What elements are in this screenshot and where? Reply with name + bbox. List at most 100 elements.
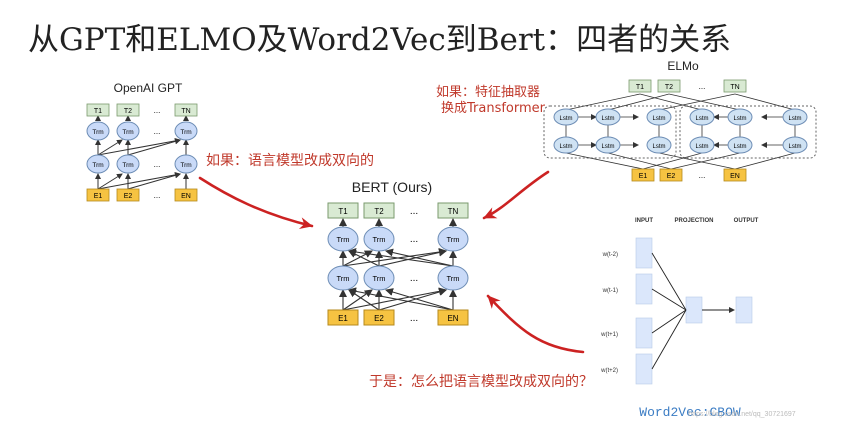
elmo-forward-group bbox=[543, 105, 677, 159]
elmo-lstm-label: Lstm bbox=[559, 144, 572, 150]
w2v-projection-block bbox=[685, 296, 703, 324]
elmo-lstm-label: Lstm bbox=[652, 144, 665, 150]
elmo-lstm-node bbox=[782, 108, 808, 126]
elmo-lstm-label: Lstm bbox=[695, 116, 708, 122]
elmo-backward-group bbox=[679, 105, 817, 159]
bert-output-box bbox=[437, 202, 469, 219]
gpt-output-label: TN bbox=[181, 108, 190, 115]
annotation-gpt-to-bert: 如果：语言模型改成双向的 bbox=[206, 153, 374, 169]
elmo-input-label: E2 bbox=[667, 173, 676, 180]
gpt-output-label: T2 bbox=[124, 108, 132, 115]
bert-trm-label: Trm bbox=[446, 274, 459, 283]
gpt-trm-label: Trm bbox=[122, 162, 133, 169]
gpt-trm-ellipsis: ... bbox=[154, 160, 161, 169]
bert-trm-node bbox=[327, 226, 359, 252]
bert-input-box bbox=[327, 309, 359, 326]
bert-input-label: E1 bbox=[338, 314, 348, 323]
bert-output-label: T1 bbox=[338, 207, 348, 216]
bert-input-ellipsis: ... bbox=[410, 313, 418, 324]
arrow-elmo-to-bert bbox=[482, 170, 550, 220]
elmo-input-label: EN bbox=[730, 173, 740, 180]
w2v-header-output: OUTPUT bbox=[734, 218, 759, 224]
bert-output-label: T2 bbox=[374, 207, 384, 216]
elmo-input-box bbox=[723, 168, 747, 182]
w2v-input-label: w(t-1) bbox=[602, 288, 618, 294]
bert-diagram: BERT (Ours) bbox=[327, 179, 469, 326]
w2v-input-block bbox=[635, 353, 653, 385]
elmo-lstm-label: Lstm bbox=[733, 144, 746, 150]
elmo-lstm-node bbox=[727, 136, 753, 154]
bert-trm-node bbox=[363, 226, 395, 252]
w2v-input-label: w(t+2) bbox=[600, 368, 618, 374]
annotation-elmo-line1: 如果：特征抽取器 bbox=[436, 84, 540, 100]
bert-trm-node bbox=[437, 265, 469, 291]
elmo-lstm-label: Lstm bbox=[788, 116, 801, 122]
elmo-lstm-node bbox=[646, 108, 672, 126]
elmo-input-box bbox=[631, 168, 655, 182]
elmo-lstm-label: Lstm bbox=[788, 144, 801, 150]
elmo-diagram: ELMo bbox=[543, 59, 817, 182]
w2v-input-block bbox=[635, 317, 653, 349]
elmo-lstm-node bbox=[727, 108, 753, 126]
elmo-lstm-node bbox=[689, 108, 715, 126]
elmo-output-ellipsis: ... bbox=[699, 82, 706, 91]
bert-trm-label: Trm bbox=[372, 235, 385, 244]
w2v-input-block bbox=[635, 273, 653, 305]
bert-input-label: E2 bbox=[374, 314, 384, 323]
elmo-lstm-label: Lstm bbox=[695, 144, 708, 150]
slide-title: 从GPT和ELMO及Word2Vec到Bert：四者的关系 bbox=[28, 22, 731, 58]
arrow-gpt-to-bert bbox=[198, 176, 314, 230]
gpt-output-box bbox=[116, 103, 140, 117]
gpt-trm-node bbox=[86, 121, 110, 141]
elmo-lstm-label: Lstm bbox=[559, 116, 572, 122]
gpt-trm-label: Trm bbox=[92, 129, 103, 136]
w2v-input-label: w(t-2) bbox=[602, 252, 618, 258]
w2v-caption: Word2Vec:CBOW bbox=[639, 405, 741, 420]
bert-trm-ellipsis: ... bbox=[410, 273, 418, 284]
elmo-output-box bbox=[657, 79, 681, 93]
bert-trm-ellipsis: ... bbox=[410, 234, 418, 245]
gpt-input-label: EN bbox=[181, 193, 191, 200]
relation-arrows bbox=[198, 170, 585, 354]
elmo-lstm-node bbox=[689, 136, 715, 154]
gpt-output-box bbox=[174, 103, 198, 117]
gpt-input-box bbox=[86, 188, 110, 202]
w2v-diagram: INPUT PROJECTION OUTPUT w(t-2) w(t-1) w(… bbox=[600, 218, 796, 420]
bert-input-label: EN bbox=[447, 314, 458, 323]
elmo-lstm-label: Lstm bbox=[601, 116, 614, 122]
gpt-output-label: T1 bbox=[94, 108, 102, 115]
bert-input-box bbox=[437, 309, 469, 326]
bert-output-box bbox=[363, 202, 395, 219]
w2v-header-input: INPUT bbox=[635, 218, 653, 224]
gpt-trm-node bbox=[116, 154, 140, 174]
bert-output-ellipsis: ... bbox=[410, 206, 418, 217]
annotation-elmo-line2: 换成Transformer bbox=[441, 101, 546, 116]
bert-trm-label: Trm bbox=[372, 274, 385, 283]
gpt-trm-node bbox=[116, 121, 140, 141]
elmo-lstm-label: Lstm bbox=[652, 116, 665, 122]
elmo-lstm-node bbox=[553, 136, 579, 154]
bert-output-box bbox=[327, 202, 359, 219]
gpt-trm-node bbox=[174, 121, 198, 141]
bert-title: BERT (Ours) bbox=[352, 179, 432, 195]
bert-trm-label: Trm bbox=[446, 235, 459, 244]
gpt-input-label: E2 bbox=[124, 193, 133, 200]
gpt-output-box bbox=[86, 103, 110, 117]
gpt-input-ellipsis: ... bbox=[154, 191, 161, 200]
gpt-trm-label: Trm bbox=[180, 129, 191, 136]
gpt-input-label: E1 bbox=[94, 193, 103, 200]
elmo-output-label: TN bbox=[730, 84, 739, 91]
elmo-input-ellipsis: ... bbox=[699, 171, 706, 180]
elmo-lstm-label: Lstm bbox=[733, 116, 746, 122]
elmo-output-label: T2 bbox=[665, 84, 673, 91]
elmo-lstm-label: Lstm bbox=[601, 144, 614, 150]
gpt-input-box bbox=[116, 188, 140, 202]
gpt-title: OpenAI GPT bbox=[114, 81, 183, 95]
elmo-lstm-node bbox=[553, 108, 579, 126]
gpt-trm-node bbox=[174, 154, 198, 174]
gpt-trm-ellipsis: ... bbox=[154, 127, 161, 136]
watermark: https://blog.csdn.net/qq_30721697 bbox=[688, 411, 796, 418]
elmo-input-box bbox=[659, 168, 683, 182]
elmo-lstm-node bbox=[782, 136, 808, 154]
